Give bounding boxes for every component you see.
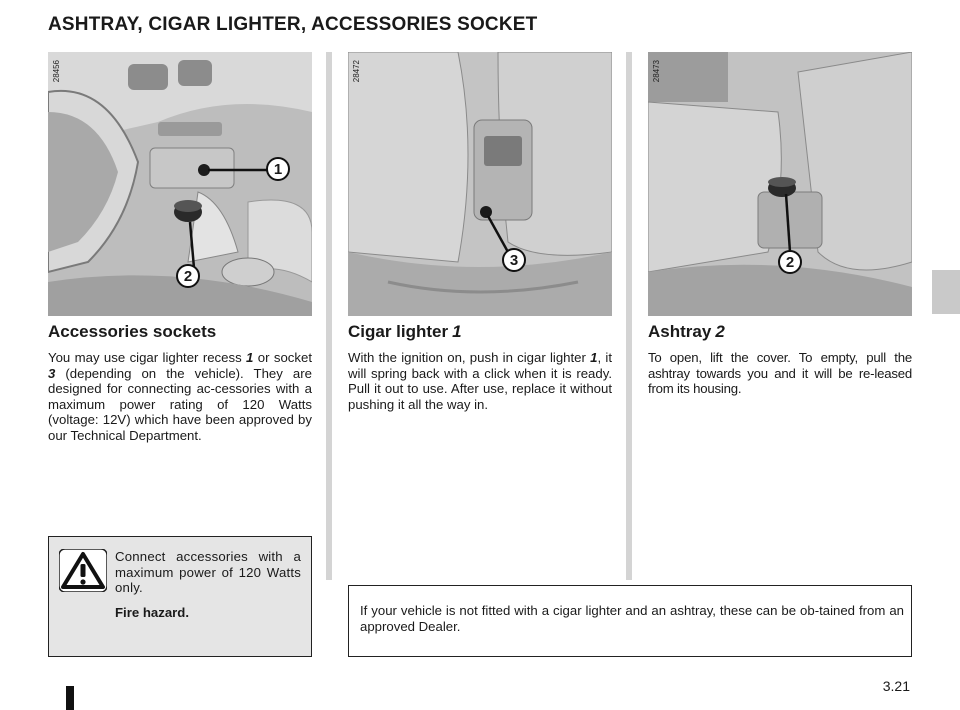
accessories-heading: Accessories sockets [48, 322, 217, 341]
accessories-text: You may use cigar lighter recess 1 or so… [48, 350, 312, 443]
callout-1: 1 [266, 157, 290, 181]
rear-ashtray-illustration [648, 52, 912, 316]
page-number: 3.21 [882, 678, 910, 694]
figure-ashtray: 28473 2 [648, 52, 912, 316]
warning-hazard: Fire hazard. [115, 605, 190, 620]
crop-mark [66, 686, 74, 710]
rear-console-illustration [348, 52, 612, 316]
callout-2: 2 [778, 250, 802, 274]
figure-accessories-socket: 28456 1 2 [48, 52, 312, 316]
warning-text: Connect accessories with a maximum power… [115, 549, 301, 596]
note-box: If your vehicle is not fitted with a cig… [348, 585, 912, 657]
ref-1: 1 [246, 350, 254, 365]
ref-3: 3 [48, 365, 56, 381]
ashtray-text: To open, lift the cover. To empty, pull … [648, 350, 912, 397]
column-divider-2 [626, 52, 632, 580]
warning-box: Connect accessories with a maximum power… [48, 536, 312, 657]
figure-cigar-lighter: 28472 3 [348, 52, 612, 316]
figure-code: 28456 [52, 60, 61, 83]
column-divider-1 [326, 52, 332, 580]
page-title: ASHTRAY, CIGAR LIGHTER, ACCESSORIES SOCK… [48, 14, 538, 35]
callout-2: 2 [176, 264, 200, 288]
cigar-lighter-text: With the ignition on, push in cigar ligh… [348, 350, 613, 412]
dashboard-illustration [48, 52, 312, 316]
note-text: If your vehicle is not fitted with a cig… [360, 603, 904, 634]
figure-code: 28473 [652, 60, 661, 83]
heading-ref-1: 1 [452, 322, 462, 341]
ref-1: 1 [590, 350, 598, 365]
warning-triangle-icon [59, 549, 107, 592]
figure-code: 28472 [352, 60, 361, 83]
chapter-tab [932, 270, 960, 314]
callout-3: 3 [502, 248, 526, 272]
heading-ref-2: 2 [715, 322, 725, 341]
